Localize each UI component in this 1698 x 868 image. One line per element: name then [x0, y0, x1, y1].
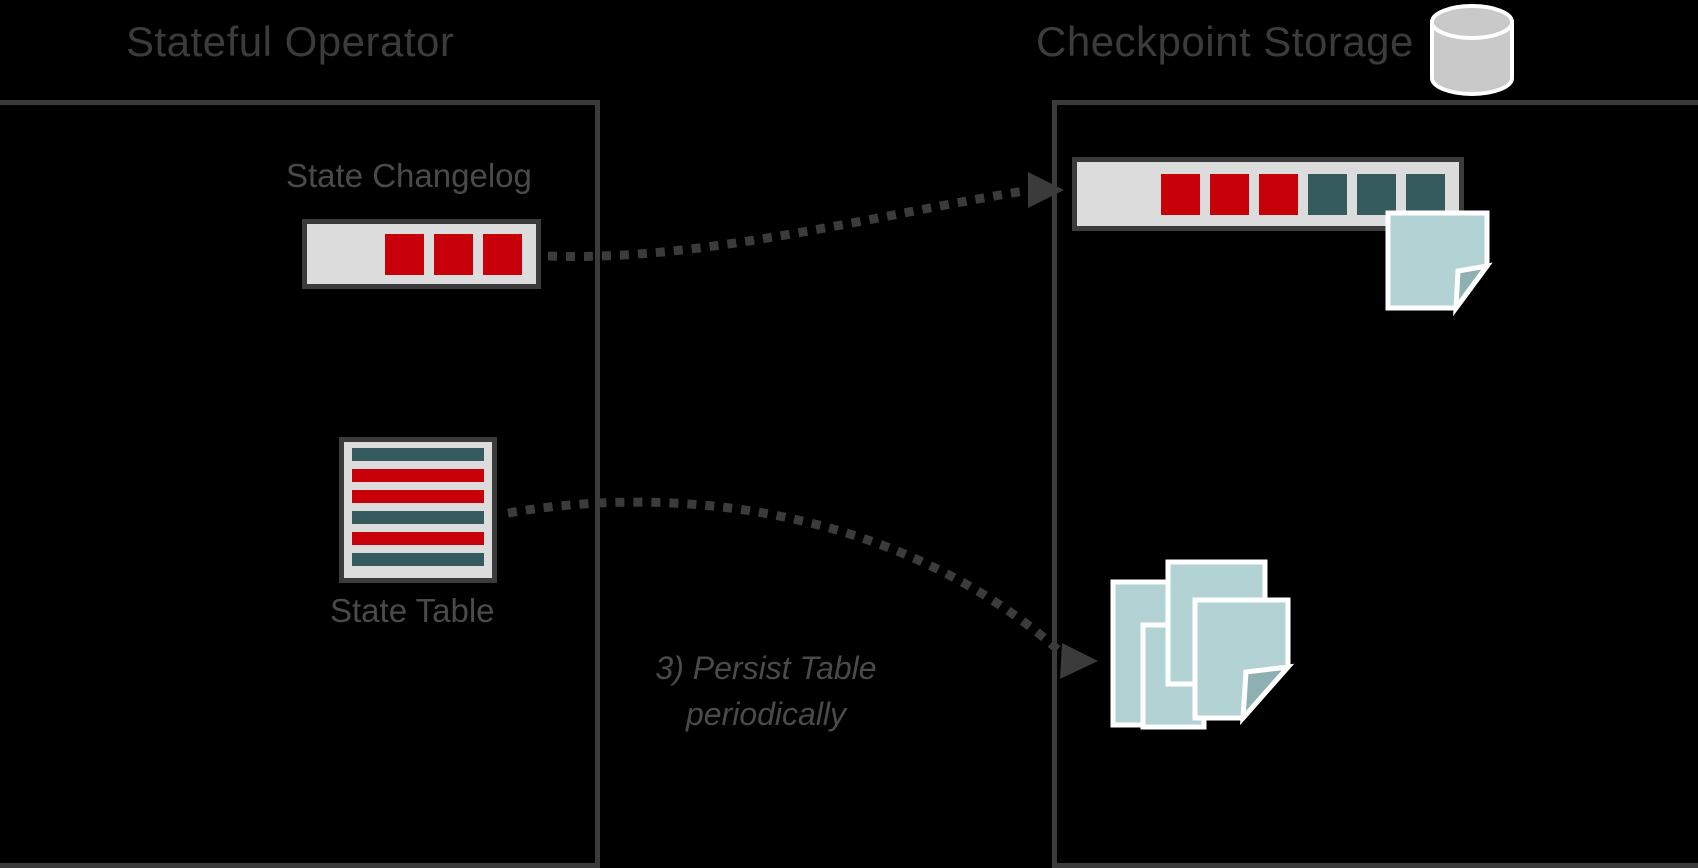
changelog-cell [1406, 173, 1445, 215]
state-table-row [352, 532, 484, 545]
changelog-cell [483, 233, 522, 275]
changelog-cell [1357, 173, 1396, 215]
state-table-row [352, 490, 484, 503]
state-table-row [352, 553, 484, 566]
remote-changelog-bar [1072, 157, 1464, 231]
database-cylinder-icon [1428, 4, 1516, 96]
state-changelog-label: State Changelog [286, 157, 532, 194]
state-table-label: State Table [330, 592, 495, 629]
changelog-cell [1161, 173, 1200, 215]
state-table-box [339, 437, 497, 583]
checkpoint-storage-panel [1052, 100, 1698, 868]
state-table-row [352, 511, 484, 524]
state-table-row [352, 469, 484, 482]
changelog-cell [385, 233, 424, 275]
changelog-cell [434, 233, 473, 275]
changelog-cell [1308, 173, 1347, 215]
changelog-cell [1210, 173, 1249, 215]
persist-table-note: 3) Persist Table periodically [655, 650, 877, 733]
changelog-cell [1259, 173, 1298, 215]
state-table-row [352, 448, 484, 461]
stateful-operator-panel [0, 100, 600, 868]
right-panel-title: Checkpoint Storage [1036, 18, 1414, 65]
left-panel-title: Stateful Operator [126, 18, 455, 65]
state-changelog-bar [302, 219, 541, 289]
changelog-sync-arrow [547, 172, 1064, 261]
